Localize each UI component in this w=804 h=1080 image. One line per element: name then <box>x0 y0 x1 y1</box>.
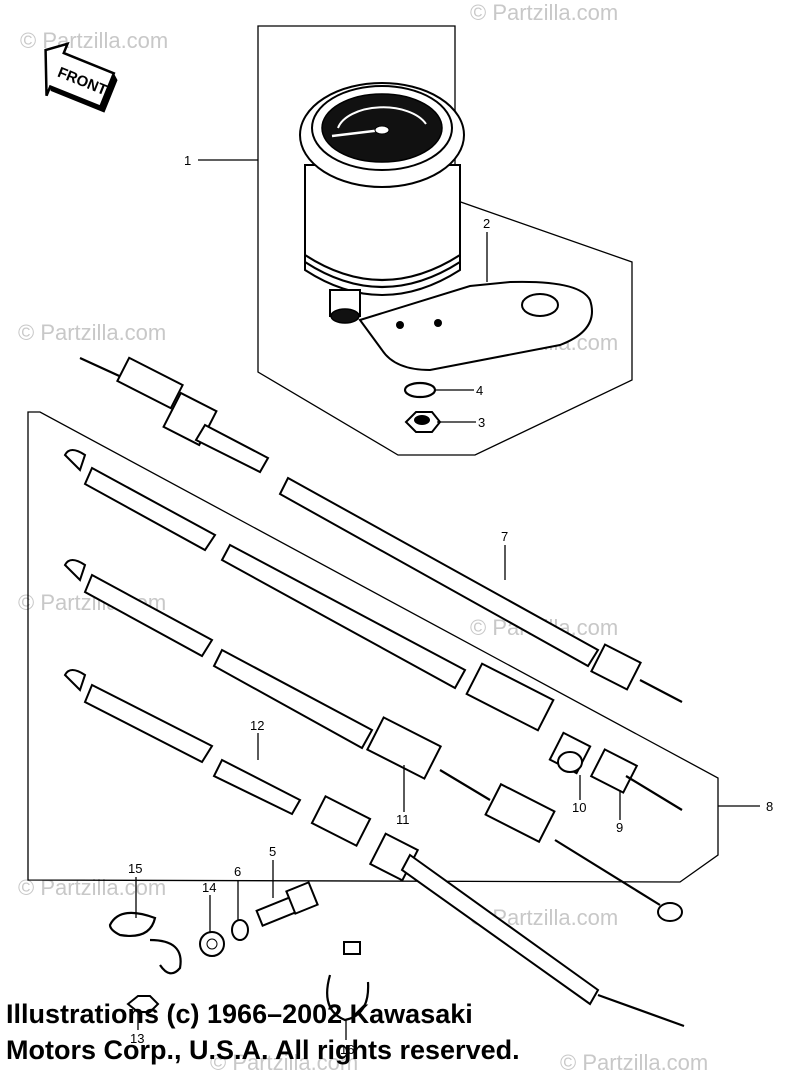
watermark: © Partzilla.com <box>18 320 166 345</box>
leader-lines <box>135 159 760 1040</box>
copyright-notice: Illustrations (c) 1966–2002 Kawasaki Mot… <box>6 996 786 1068</box>
copyright-line-2: Motors Corp., U.S.A. All rights reserved… <box>6 1035 520 1065</box>
callout-12: 12 <box>250 718 264 733</box>
callout-11: 11 <box>396 812 410 827</box>
lock-washer <box>403 381 437 399</box>
hex-nut <box>404 411 442 433</box>
front-arrow-icon: FRONT <box>44 41 118 113</box>
meter-group-outline <box>257 25 633 456</box>
callout-1: 1 <box>184 153 191 168</box>
callout-4: 4 <box>476 383 483 398</box>
callout-9: 9 <box>616 820 623 835</box>
cable-clamp-band <box>326 941 370 1022</box>
callout-13: 13 <box>130 1031 144 1046</box>
throttle-cable-b <box>63 669 685 1028</box>
callout-6: 6 <box>234 864 241 879</box>
callout-8: 8 <box>766 799 773 814</box>
watermark: © Partzilla.com <box>470 0 618 25</box>
collar <box>231 919 249 941</box>
callout-labels: 1 2 3 4 5 6 7 8 9 10 11 12 13 14 15 16 <box>128 153 773 1057</box>
copyright-line-1: Illustrations (c) 1966–2002 Kawasaki <box>6 999 473 1029</box>
clutch-cable <box>63 449 683 811</box>
washer <box>199 931 225 957</box>
callout-15: 15 <box>128 861 142 876</box>
callout-16: 16 <box>340 1042 354 1057</box>
meter-assembly <box>299 82 593 372</box>
speedometer-cable <box>79 356 683 703</box>
callout-3: 3 <box>478 415 485 430</box>
cable-group-outline <box>27 411 719 883</box>
watermark: © Partzilla.com <box>20 28 168 53</box>
bolt <box>255 881 319 927</box>
watermark: © Partzilla.com <box>210 1050 358 1075</box>
watermark: © Partzilla.com <box>18 875 166 900</box>
watermark: © Partzilla.com <box>560 1050 708 1075</box>
callout-10: 10 <box>572 800 586 815</box>
callout-5: 5 <box>269 844 276 859</box>
watermark-layer: © Partzilla.com © Partzilla.com © Partzi… <box>18 0 708 1075</box>
callout-7: 7 <box>501 529 508 544</box>
wire-clip <box>108 911 182 975</box>
throttle-cable-a <box>63 559 683 922</box>
callout-14: 14 <box>202 880 216 895</box>
callout-2: 2 <box>483 216 490 231</box>
